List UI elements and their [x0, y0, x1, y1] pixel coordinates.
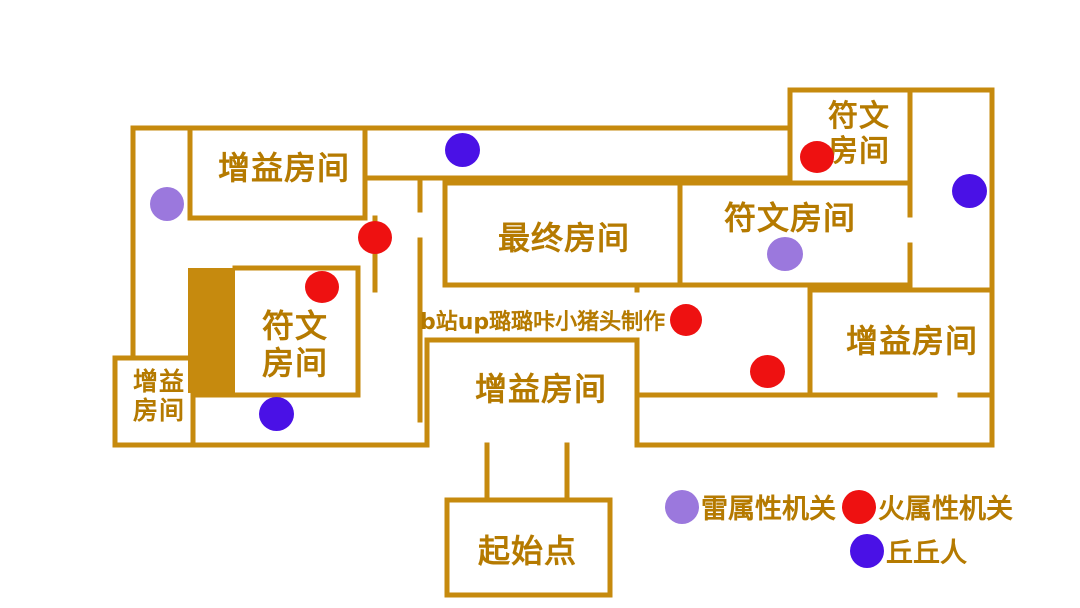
legend-row-mechanisms: 雷属性机关 火属性机关 [665, 487, 1019, 526]
credit-watermark: b站up璐璐咔小猪头制作 [420, 310, 666, 335]
room-label-rune-top-right-line1: 符文 [828, 99, 890, 134]
room-label-rune-center-right: 符文房间 [724, 199, 857, 237]
legend-label-thunder: 雷属性机关 [701, 494, 836, 525]
purple-circle-icon [665, 489, 699, 524]
room-label-buff-right: 增益房间 [846, 322, 979, 360]
room-label-buff-left-small: 增益 房间 [133, 367, 186, 426]
thunder-mechanism-marker [767, 237, 803, 271]
room-label-rune-top-right-line2: 房间 [828, 133, 890, 169]
legend-label-fire: 火属性机关 [878, 494, 1013, 525]
room-label-buff-center: 增益房间 [475, 370, 608, 408]
room-label-rune-left-line1: 符文 [262, 307, 329, 345]
stairs-block-icon [188, 268, 235, 393]
room-label-start: 起始点 [478, 532, 578, 570]
legend-row-enemies: 丘丘人 [850, 531, 973, 570]
fire-mechanism-marker [800, 141, 834, 173]
qiuqiu-enemy-marker [259, 397, 294, 431]
room-label-buff-left-small-line2: 房间 [133, 395, 186, 425]
blue-circle-icon [850, 533, 884, 568]
room-label-buff-top-left: 增益房间 [218, 149, 351, 187]
room-label-rune-left-line2: 房间 [262, 343, 329, 382]
fire-mechanism-marker [670, 304, 702, 336]
qiuqiu-enemy-marker [952, 174, 987, 208]
fire-mechanism-marker [358, 221, 392, 254]
red-circle-icon [842, 489, 876, 524]
legend-label-qiuqiu: 丘丘人 [886, 538, 967, 569]
room-label-final: 最终房间 [498, 219, 631, 257]
fire-mechanism-marker [750, 355, 785, 388]
thunder-mechanism-marker [150, 187, 184, 221]
room-label-buff-left-small-line1: 增益 [133, 367, 186, 396]
walls [112, 87, 995, 598]
room-label-rune-top-right: 符文 房间 [828, 99, 890, 169]
room-label-rune-left: 符文 房间 [262, 308, 328, 382]
fire-mechanism-marker [305, 271, 339, 303]
qiuqiu-enemy-marker [445, 133, 480, 167]
